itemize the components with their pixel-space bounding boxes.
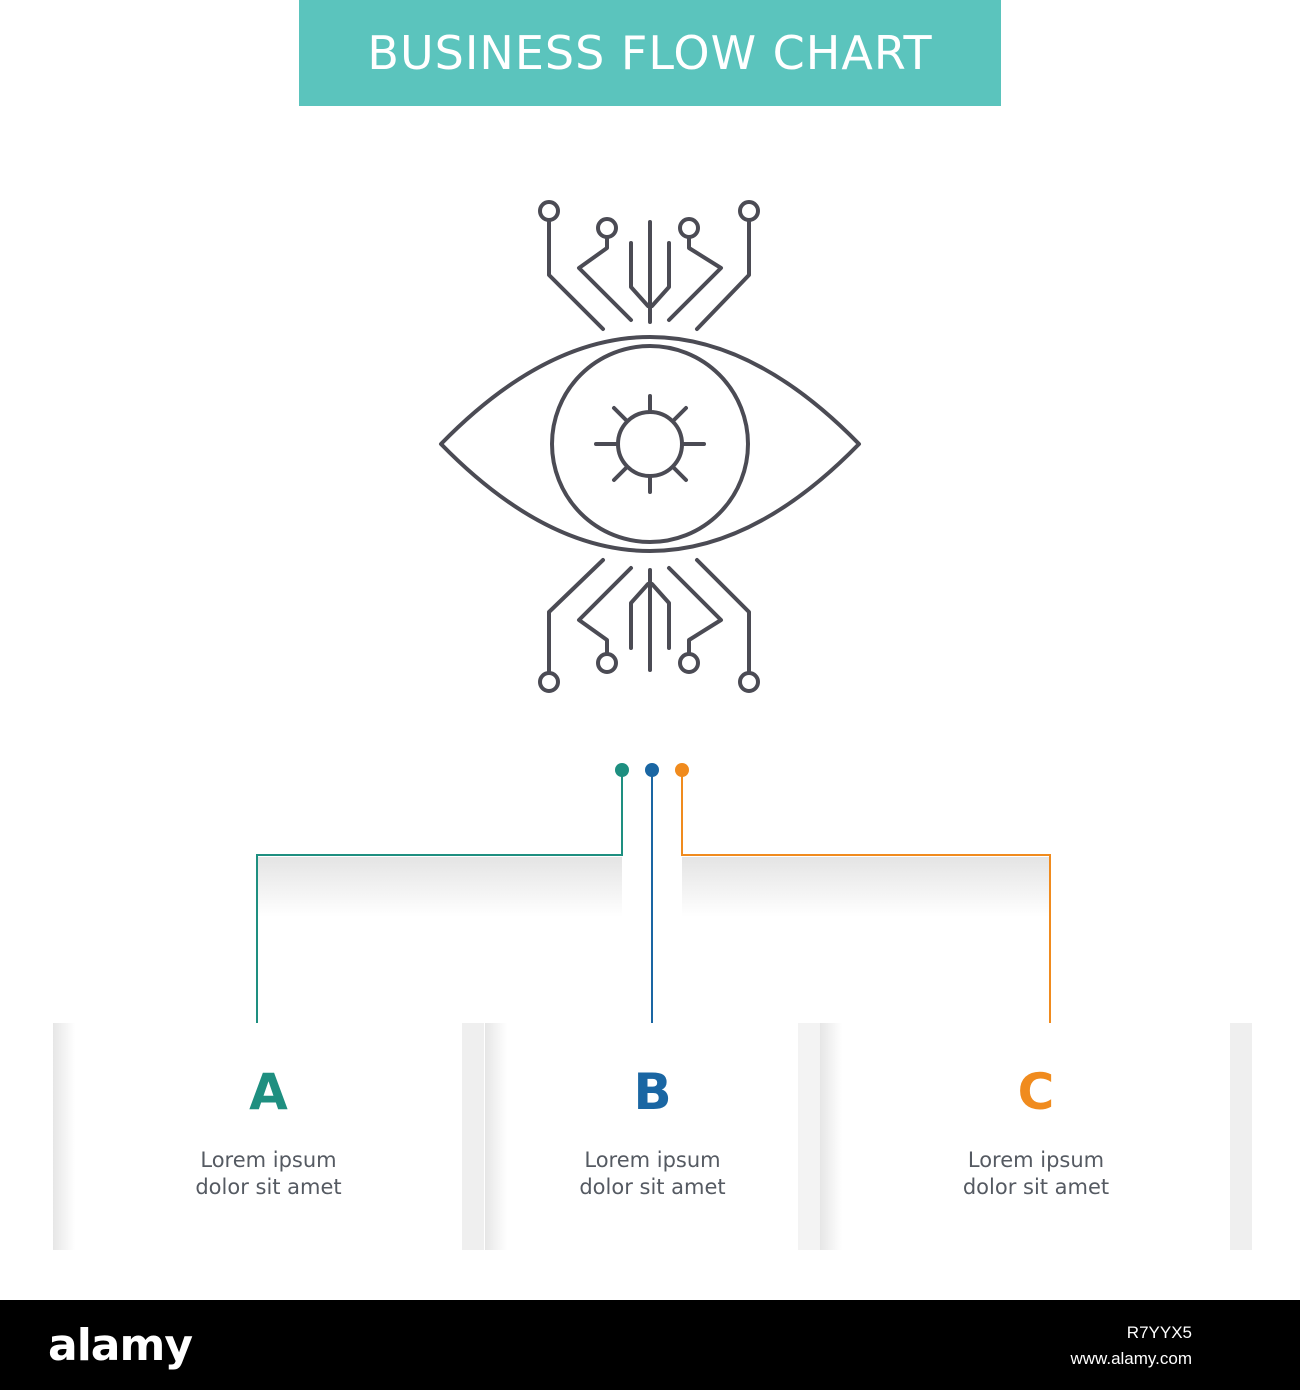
footer-bar: alamy R7YYX5 www.alamy.com xyxy=(0,1300,1300,1390)
step-a-line2: dolor sit amet xyxy=(195,1175,342,1199)
image-id: R7YYX5 xyxy=(1126,1323,1192,1342)
step-text-a: Lorem ipsum dolor sit amet xyxy=(75,1147,462,1201)
connector-c xyxy=(675,763,1051,1035)
circuit-bottom xyxy=(538,558,760,693)
step-text-b: Lorem ipsum dolor sit amet xyxy=(507,1147,798,1201)
step-a-line1: Lorem ipsum xyxy=(200,1148,337,1172)
step-box-a: A Lorem ipsum dolor sit amet xyxy=(75,1023,462,1250)
step-letter-c: C xyxy=(1017,1063,1055,1121)
pupil-spokes xyxy=(594,394,706,494)
step-letter-b: B xyxy=(633,1063,672,1121)
connector-b xyxy=(645,763,659,1023)
page-title: BUSINESS FLOW CHART xyxy=(367,26,933,80)
box-c-shade xyxy=(820,1023,842,1250)
eye-circuit-icon xyxy=(439,200,861,693)
step-letter-a: A xyxy=(249,1063,288,1121)
iris-circle xyxy=(550,344,750,544)
step-b-line1: Lorem ipsum xyxy=(584,1148,721,1172)
circuit-top xyxy=(538,200,760,331)
box-a-shade xyxy=(53,1023,75,1250)
step-text-c: Lorem ipsum dolor sit amet xyxy=(842,1147,1230,1201)
connector-a xyxy=(256,763,629,1035)
footer-url: www.alamy.com xyxy=(1070,1349,1192,1368)
step-b-line2: dolor sit amet xyxy=(579,1175,726,1199)
step-box-b: B Lorem ipsum dolor sit amet xyxy=(507,1023,798,1250)
step-c-line2: dolor sit amet xyxy=(962,1175,1110,1199)
step-c-line1: Lorem ipsum xyxy=(967,1148,1105,1172)
flow-diagram xyxy=(53,200,1252,1250)
step-box-c: C Lorem ipsum dolor sit amet xyxy=(842,1023,1230,1250)
alamy-logo: alamy xyxy=(48,1320,193,1371)
box-b-shade xyxy=(485,1023,507,1250)
eye-outline xyxy=(439,335,861,553)
title-banner: BUSINESS FLOW CHART xyxy=(299,0,1001,106)
